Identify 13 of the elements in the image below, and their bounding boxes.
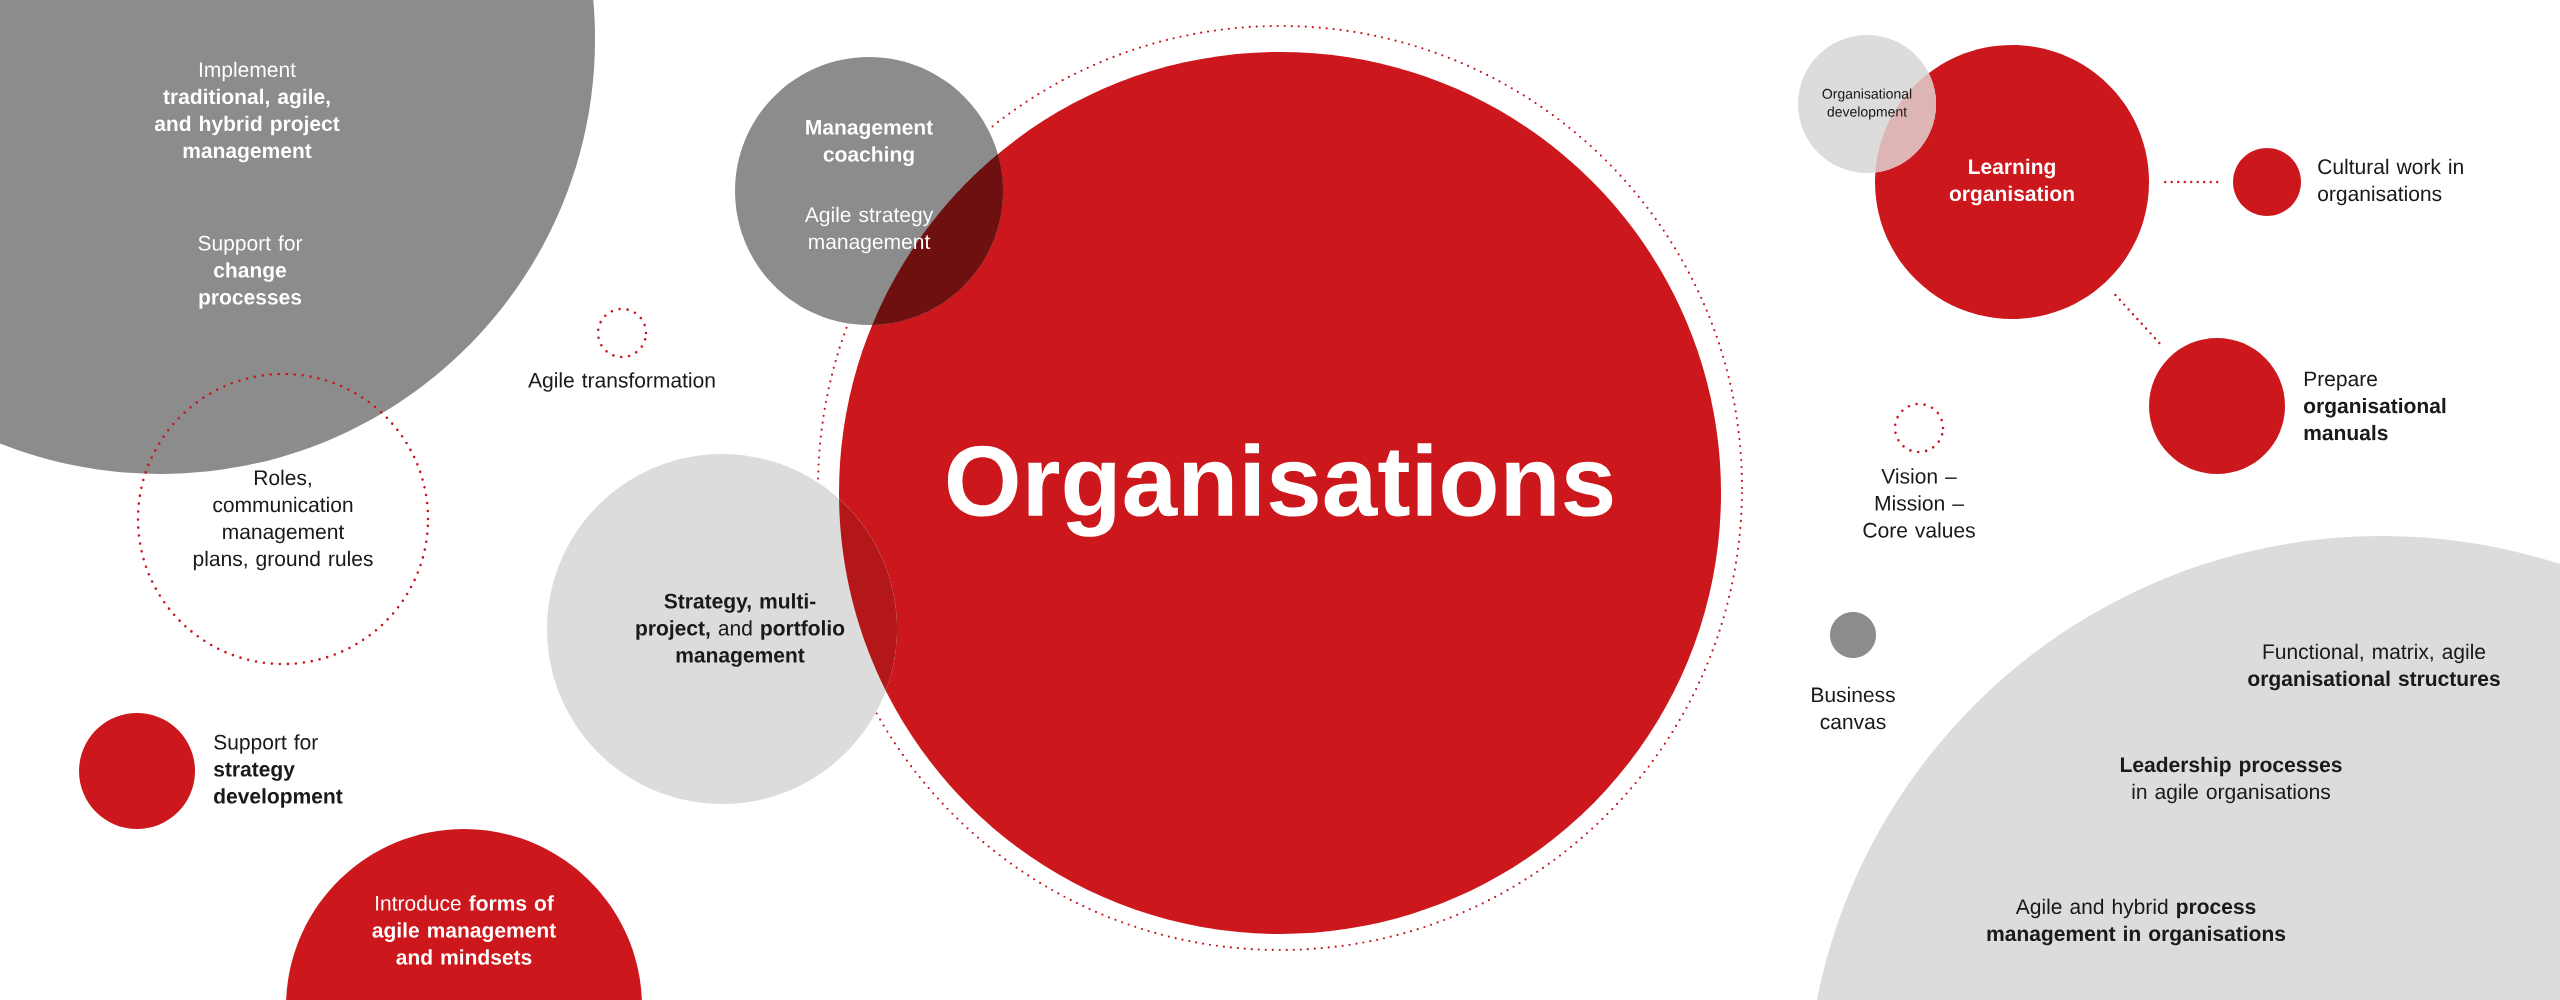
caption: Vision – Mission – Core values xyxy=(1863,468,1975,538)
bubble-caption: Support for strategy development xyxy=(213,734,343,808)
bubble: Organisational development xyxy=(1798,35,1936,173)
dotted-connector xyxy=(2164,180,2220,184)
caption: Business canvas xyxy=(1812,686,1895,730)
bubble-caption: Prepare organisational manuals xyxy=(2304,371,2446,441)
bubble: Introduce forms of agile management and mindsets xyxy=(286,829,642,1000)
dotted-circle xyxy=(1893,402,1945,454)
bubble: Strategy, multi-project, and portfolio management xyxy=(547,454,897,804)
bubble-caption: Cultural work in organisations xyxy=(2318,158,2463,206)
bubble xyxy=(1830,612,1876,658)
dotted-circle xyxy=(596,307,648,359)
dotted-connector xyxy=(2114,293,2163,347)
